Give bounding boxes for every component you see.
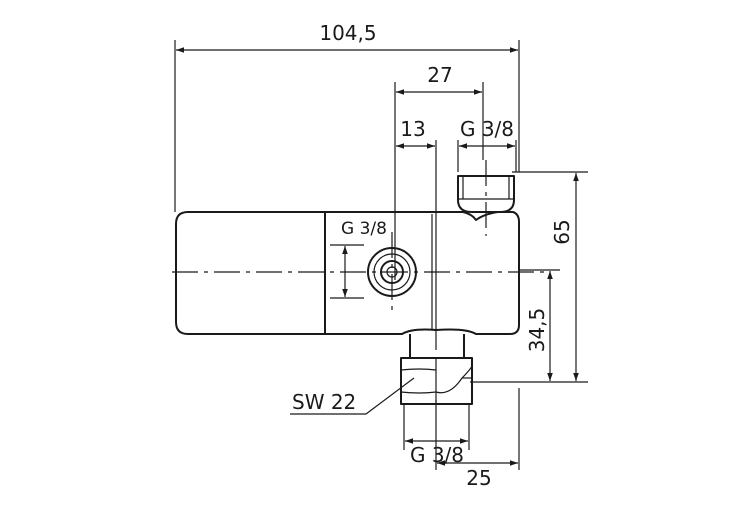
wrench-size-label: SW 22 [292, 390, 356, 414]
thread-bottom-label: G 3/8 [410, 443, 464, 467]
height-34-5-label: 34,5 [525, 308, 549, 353]
dim-25-label: 25 [466, 466, 491, 490]
thread-side-label: G 3/8 [341, 219, 387, 239]
extension-lines [174, 40, 588, 470]
height-65-label: 65 [550, 219, 574, 244]
overall-width-label: 104,5 [319, 21, 376, 45]
top-fitting [457, 175, 515, 213]
bottom-hex-fitting [400, 334, 473, 405]
dim-27-label: 27 [427, 63, 452, 87]
thread-top-label: G 3/8 [460, 117, 514, 141]
dim-13-label: 13 [400, 117, 425, 141]
main-housing [325, 211, 520, 335]
handle-cylinder [175, 211, 325, 335]
dimension-lines [176, 47, 579, 466]
